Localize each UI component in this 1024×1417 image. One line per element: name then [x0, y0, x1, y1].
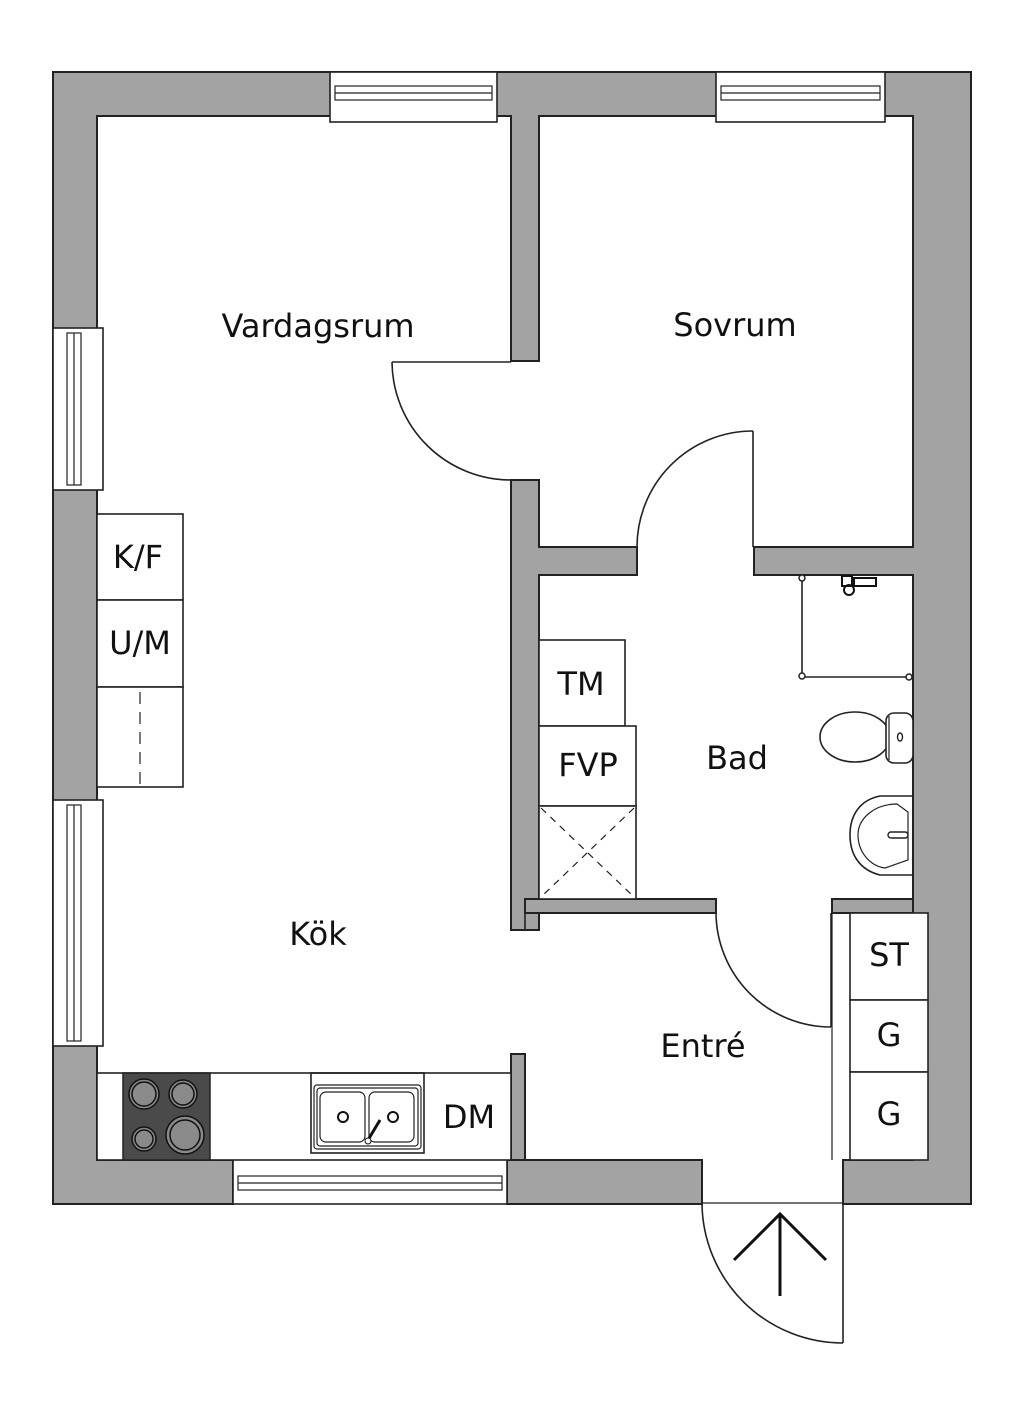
outer-outline — [52, 71, 972, 1205]
window-kitchen-bottom — [232, 1152, 508, 1205]
entry-wardrobes: ST G G — [831, 912, 929, 1161]
wall-join — [845, 1161, 970, 1203]
pantry-cabinet — [96, 686, 184, 788]
door-bedroom-bath[interactable] — [636, 430, 754, 548]
dryer-label: TM — [556, 665, 604, 703]
fridge-freezer-label: K/F — [113, 538, 163, 576]
inner-outline — [96, 115, 914, 1161]
dishwasher-label: DM — [443, 1098, 495, 1136]
cooktop — [122, 1072, 211, 1161]
window-living-left — [52, 327, 104, 491]
washer: FVP — [538, 725, 637, 807]
door-entrance[interactable] — [701, 1202, 844, 1344]
wall-bath-west — [510, 479, 540, 931]
washer-label: FVP — [558, 746, 618, 784]
wall-kitchen-stub — [510, 1053, 526, 1161]
wardrobe-2-label: G — [877, 1095, 902, 1133]
fridge-freezer: K/F — [96, 513, 184, 601]
wall-join — [755, 548, 920, 574]
wall-join — [512, 110, 538, 360]
room-label-kitchen: Kök — [289, 915, 347, 953]
window-bedroom-top — [715, 71, 886, 123]
burner — [165, 1115, 205, 1155]
burner — [168, 1079, 198, 1109]
window-kitchen-left — [52, 799, 104, 1047]
sink — [310, 1072, 425, 1154]
dishwasher: DM — [443, 1098, 495, 1136]
door-bath-entry[interactable] — [715, 912, 832, 1028]
door-living-bedroom[interactable] — [391, 361, 512, 481]
wall-bath-entry-right — [831, 898, 914, 914]
burner — [128, 1078, 160, 1110]
oven-microwave-label: U/M — [109, 624, 171, 662]
toilet — [819, 711, 914, 764]
wardrobe-1-label: G — [877, 1016, 902, 1054]
wall-join — [512, 1161, 701, 1203]
room-label-bath: Bad — [706, 739, 768, 777]
shower — [798, 574, 913, 681]
oven-microwave: U/M — [96, 599, 184, 688]
cabinet-crossed — [538, 805, 637, 900]
shower-mixer-icon — [841, 575, 877, 596]
washbasin — [849, 795, 913, 876]
arrow-up-icon — [732, 1211, 828, 1296]
room-label-living: Vardagsrum — [221, 307, 414, 345]
wall-join — [530, 548, 636, 574]
storage-label: ST — [869, 936, 909, 974]
dryer: TM — [538, 639, 626, 727]
room-label-bedroom: Sovrum — [673, 306, 796, 344]
wall-join — [54, 1161, 232, 1203]
room-label-entry: Entré — [660, 1027, 745, 1065]
walls — [52, 71, 972, 1205]
wall-bath-entry-left — [524, 898, 717, 914]
window-living-top — [329, 71, 498, 123]
